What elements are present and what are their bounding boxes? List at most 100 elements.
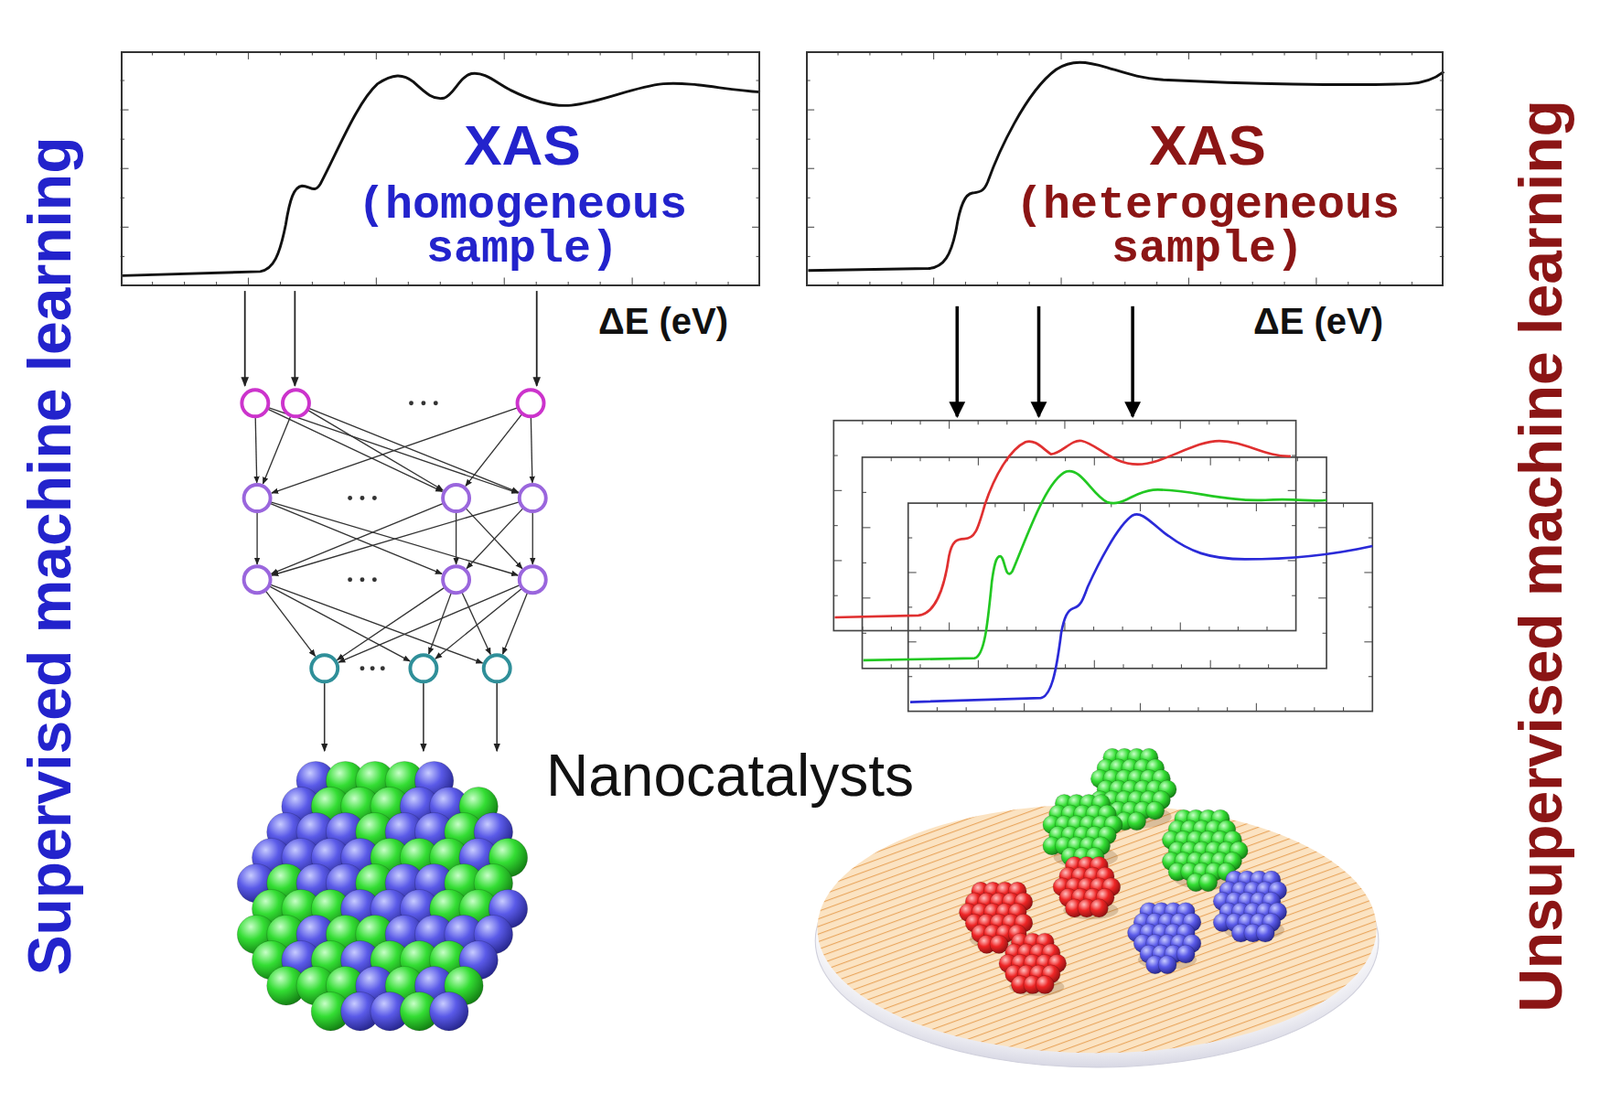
tick	[1180, 622, 1182, 632]
tick	[862, 597, 871, 599]
figure-label: Nanocatalysts	[546, 742, 914, 809]
network-link	[307, 409, 443, 491]
network-link	[271, 502, 520, 576]
network-links	[255, 407, 533, 752]
tick	[977, 660, 979, 669]
neuron	[442, 484, 470, 512]
atom-sphere	[1158, 955, 1177, 975]
input-arrow	[244, 290, 247, 387]
tick	[1256, 703, 1257, 712]
network-link	[530, 416, 533, 484]
spectrum-frame	[908, 503, 1374, 712]
tick	[1094, 660, 1096, 669]
network-link	[267, 408, 442, 492]
chart-subtitle: (homogeneous sample)	[311, 183, 733, 272]
support-surface	[816, 804, 1376, 1053]
neuron	[244, 566, 271, 593]
tick	[1210, 457, 1212, 466]
network-neurons	[241, 389, 546, 682]
network-link	[271, 408, 518, 494]
tick	[1288, 559, 1297, 561]
neuron	[517, 389, 545, 417]
network-link	[268, 586, 410, 662]
spectrum-box: XAS (homogeneous sample)	[120, 51, 761, 287]
network-link	[461, 591, 492, 656]
output-arrow	[323, 681, 326, 752]
decompose-arrow	[955, 306, 959, 417]
network-link	[262, 415, 291, 484]
network-link	[269, 584, 484, 664]
tick	[1318, 597, 1327, 599]
tick-marks	[833, 420, 1373, 712]
network-link	[532, 511, 534, 565]
neuron	[241, 389, 269, 417]
output-arrow	[495, 681, 498, 752]
tick	[908, 641, 917, 643]
tick	[833, 559, 842, 561]
network-link	[466, 507, 524, 569]
network-link	[255, 416, 258, 484]
side-title: Unsupervised machine learning	[1505, 99, 1576, 1013]
decompose-arrow	[1037, 306, 1042, 417]
tick	[1318, 526, 1327, 528]
neuron	[282, 389, 310, 417]
input-arrow	[536, 290, 538, 387]
spectrum-box: XAS(heterogeneous sample)	[805, 51, 1444, 287]
tick	[948, 420, 950, 430]
tick	[1363, 571, 1373, 573]
supported-clusters	[959, 748, 1288, 997]
tick	[1094, 457, 1096, 466]
network-link	[455, 511, 457, 565]
neuron	[311, 655, 338, 682]
neuron	[483, 655, 511, 682]
tick	[948, 622, 950, 632]
tick	[1063, 420, 1065, 430]
network-link	[268, 407, 519, 494]
network-link	[308, 408, 519, 493]
tick	[908, 571, 917, 573]
text-group: XAS(heterogeneous sample)	[997, 116, 1418, 272]
atom-sphere	[1127, 812, 1147, 831]
decompose-arrow	[1130, 306, 1135, 417]
tick	[1210, 660, 1212, 669]
tick	[833, 490, 842, 492]
output-arrow	[422, 681, 425, 752]
network-link	[435, 588, 523, 659]
red-spectrum	[834, 440, 1291, 618]
alloy-nanoparticle	[236, 761, 527, 1031]
atom-sphere	[1176, 944, 1195, 964]
network-link	[465, 507, 523, 569]
tick-marks	[120, 51, 1445, 287]
tick	[1180, 420, 1182, 430]
ellipsis-dots	[347, 400, 439, 671]
network-link	[269, 503, 443, 574]
neuron	[409, 655, 437, 682]
atom-sphere	[429, 992, 469, 1031]
network-link	[271, 503, 445, 574]
text-group: XAS (homogeneous sample)	[311, 116, 733, 272]
tick	[862, 526, 871, 528]
tick	[1139, 703, 1141, 712]
blue-spectrum	[910, 514, 1373, 702]
neuron	[442, 566, 470, 593]
network-link	[265, 590, 316, 656]
spectrum-frame	[833, 420, 1296, 632]
network-link	[256, 511, 258, 565]
atom-sphere	[1089, 899, 1108, 918]
atom-sphere	[1035, 975, 1054, 994]
side-title: Supervised machine learning	[14, 137, 85, 977]
chart-title: XAS	[311, 116, 733, 175]
atom-sphere	[1199, 873, 1218, 892]
network-link	[338, 584, 521, 663]
neuron	[519, 566, 547, 593]
tick	[1139, 503, 1141, 512]
axis-label: ΔE (eV)	[1253, 300, 1384, 343]
neuron	[244, 484, 271, 512]
tick	[1363, 641, 1373, 643]
tick	[1023, 703, 1025, 712]
chart-title: XAS	[997, 116, 1418, 175]
atom-sphere	[1256, 923, 1275, 943]
